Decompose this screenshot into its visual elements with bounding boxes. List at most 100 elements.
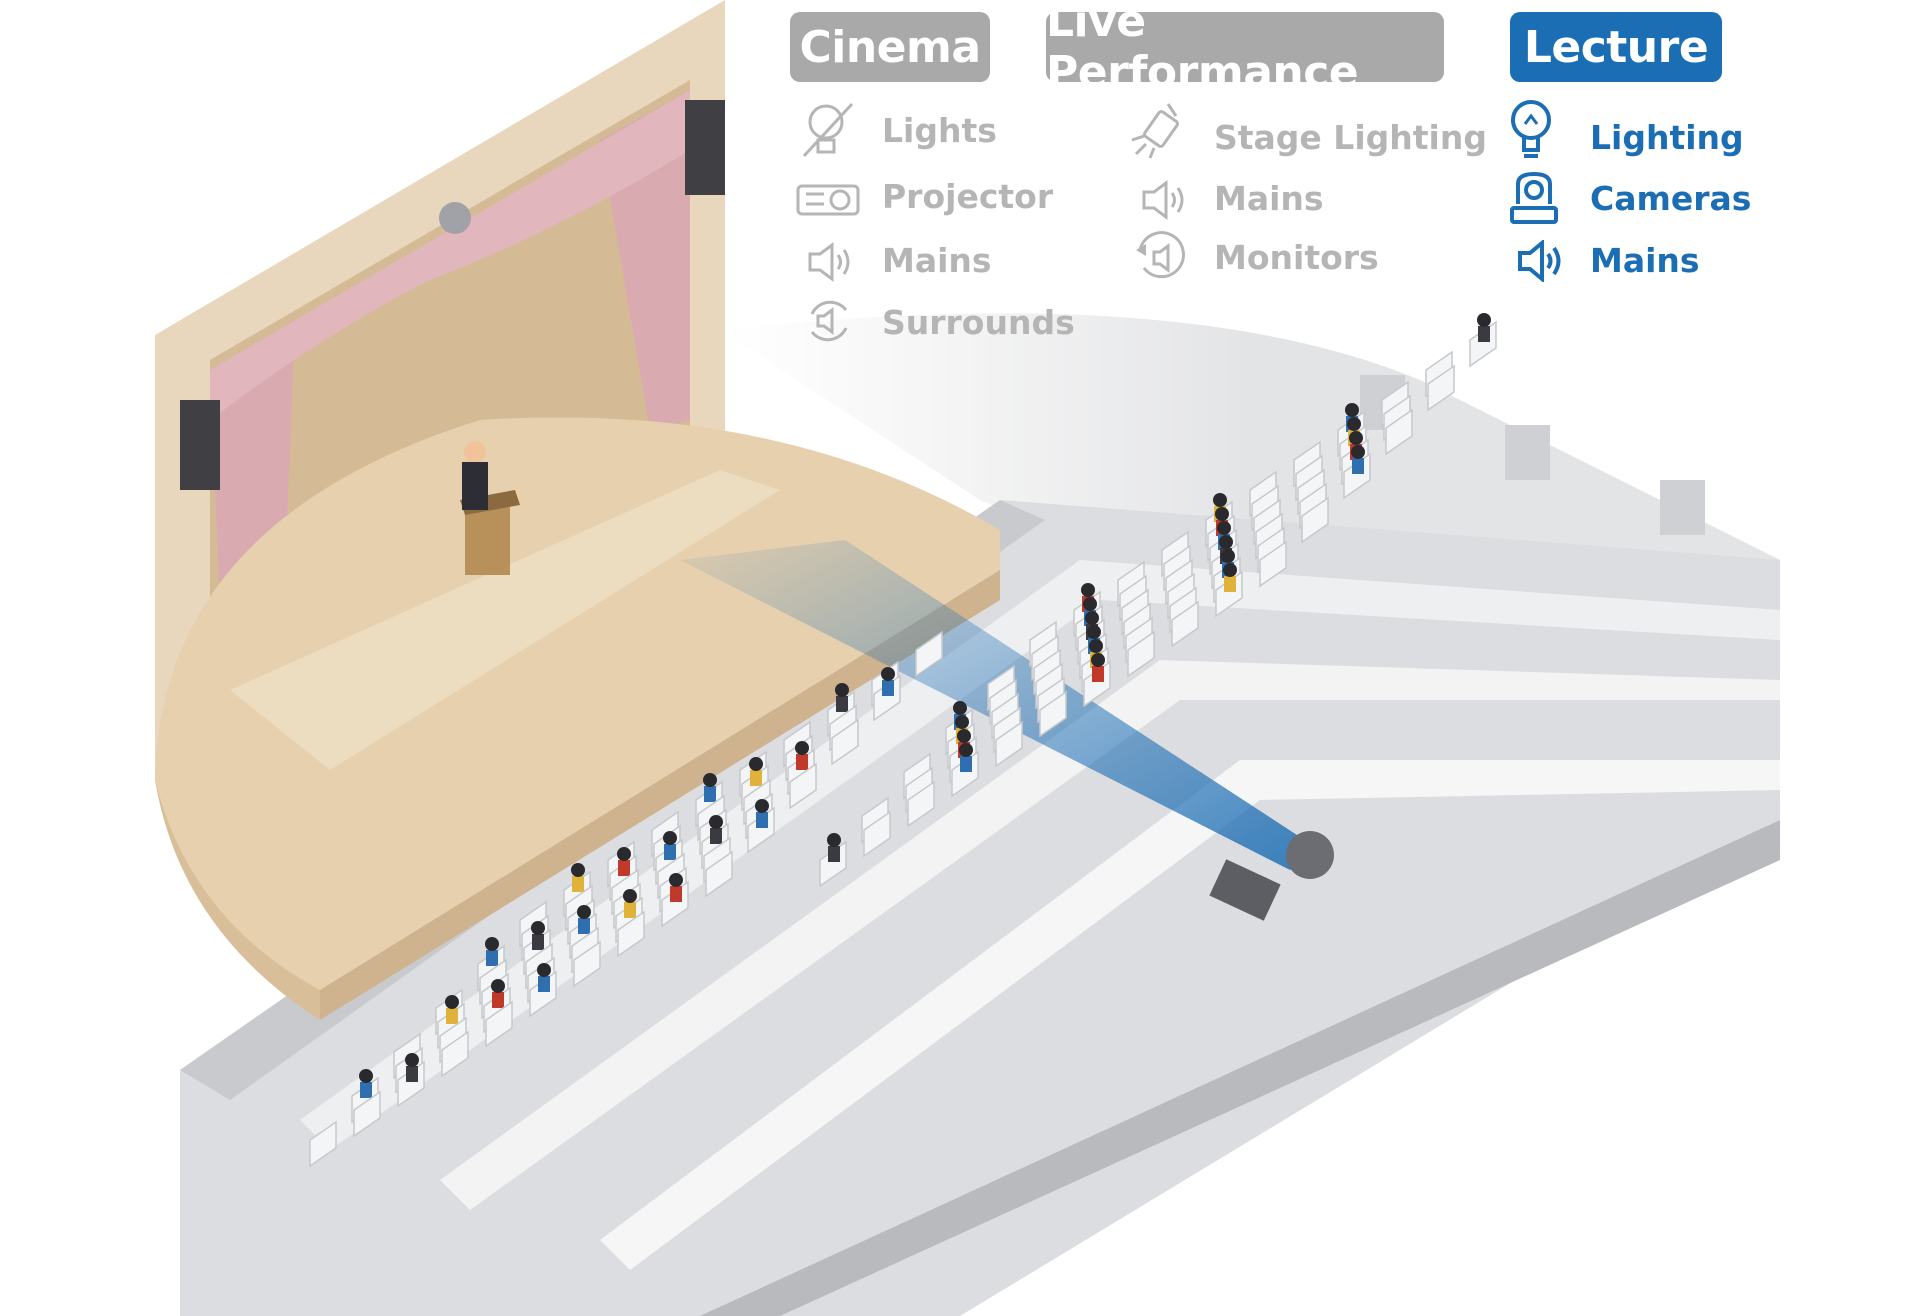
audience-head xyxy=(709,815,723,829)
aisle-camera xyxy=(1286,831,1334,879)
seat xyxy=(705,850,733,898)
seat xyxy=(915,630,943,678)
audience-head xyxy=(537,963,551,977)
seat xyxy=(353,1090,381,1138)
seat xyxy=(1127,630,1155,678)
monitor-speaker-icon xyxy=(1136,231,1185,279)
audience-member xyxy=(1352,458,1364,474)
audience-head xyxy=(955,715,969,729)
audience-head xyxy=(623,889,637,903)
audience-head xyxy=(491,979,505,993)
audience-member xyxy=(1092,666,1104,682)
audience-head xyxy=(405,1053,419,1067)
audience-member xyxy=(618,860,630,876)
spotlight-icon xyxy=(1131,103,1179,159)
feature-projector: Projector xyxy=(882,177,1054,216)
audience-member xyxy=(446,1008,458,1024)
audience-member xyxy=(624,902,636,918)
audience-head xyxy=(1085,611,1099,625)
seat xyxy=(309,1120,337,1168)
stage-front xyxy=(320,570,1000,1020)
tab-lecture[interactable]: Lecture xyxy=(1510,12,1722,82)
ptz-camera-icon xyxy=(1510,171,1558,224)
seat xyxy=(1039,690,1067,738)
aisle-projector xyxy=(1209,859,1281,921)
seat xyxy=(1259,540,1287,588)
audience-member xyxy=(572,876,584,892)
stage-riser xyxy=(230,470,780,770)
feature-mains-live: Mains xyxy=(1214,179,1324,218)
wall-speaker-right xyxy=(685,100,725,195)
audience-head xyxy=(359,1069,373,1083)
audience-member xyxy=(360,1082,372,1098)
audience-member xyxy=(704,786,716,802)
audience-head xyxy=(445,995,459,1009)
seat xyxy=(863,810,891,858)
speaker-icon xyxy=(808,242,850,282)
audience-member xyxy=(492,992,504,1008)
audience-head xyxy=(1213,493,1227,507)
tab-cinema[interactable]: Cinema xyxy=(790,12,990,82)
audience-member xyxy=(836,696,848,712)
audience-member xyxy=(828,846,840,862)
seat xyxy=(617,910,645,958)
audience-member xyxy=(1478,326,1490,342)
audience-member xyxy=(670,886,682,902)
audience-head xyxy=(531,921,545,935)
audience-head xyxy=(795,741,809,755)
feature-mains-cinema: Mains xyxy=(882,241,992,280)
audience-head xyxy=(1477,313,1491,327)
audience-head xyxy=(577,905,591,919)
seat xyxy=(789,762,817,810)
audience-head xyxy=(1219,535,1233,549)
audience-head xyxy=(1215,507,1229,521)
feature-surrounds: Surrounds xyxy=(882,303,1075,342)
audience-head xyxy=(749,757,763,771)
audience-head xyxy=(669,873,683,887)
audience-head xyxy=(957,729,971,743)
speaker-icon xyxy=(1142,180,1184,220)
audience-member xyxy=(750,770,762,786)
feature-mains-lecture: Mains xyxy=(1590,241,1700,280)
wall-speaker-left xyxy=(180,400,220,490)
audience-head xyxy=(663,831,677,845)
audience-head xyxy=(959,743,973,757)
tier-2 xyxy=(300,560,1780,1150)
bulb-off-icon xyxy=(802,102,854,158)
audience-member xyxy=(882,680,894,696)
audience-head xyxy=(881,667,895,681)
audience-member xyxy=(578,918,590,934)
audience-head xyxy=(1217,521,1231,535)
stage-camera xyxy=(439,202,471,234)
feature-cameras: Cameras xyxy=(1590,179,1752,218)
audience-head xyxy=(835,683,849,697)
surround-speaker-2 xyxy=(1505,425,1550,480)
seat xyxy=(1427,364,1455,412)
bulb-icon xyxy=(1511,100,1551,158)
feature-monitors: Monitors xyxy=(1214,238,1379,277)
audience-member xyxy=(532,934,544,950)
seat xyxy=(441,1030,469,1078)
audience-head xyxy=(1081,583,1095,597)
audience-seating xyxy=(309,313,1497,1168)
audience-head xyxy=(1223,563,1237,577)
curtain-valance xyxy=(210,90,690,420)
audience-head xyxy=(827,833,841,847)
audience-head xyxy=(571,863,585,877)
audience-member xyxy=(756,812,768,828)
audience-head xyxy=(1349,431,1363,445)
audience-head xyxy=(1083,597,1097,611)
seat xyxy=(573,940,601,988)
audience-head xyxy=(1089,639,1103,653)
seat xyxy=(485,1000,513,1048)
audience-head xyxy=(1091,653,1105,667)
audience-head xyxy=(485,937,499,951)
audience-head xyxy=(1347,417,1361,431)
seat xyxy=(995,720,1023,768)
audience-head xyxy=(1351,445,1365,459)
tab-live-performance[interactable]: Live Performance xyxy=(1046,0,1444,98)
audience-member xyxy=(664,844,676,860)
audience-member xyxy=(710,828,722,844)
stage-apron xyxy=(155,780,320,1020)
